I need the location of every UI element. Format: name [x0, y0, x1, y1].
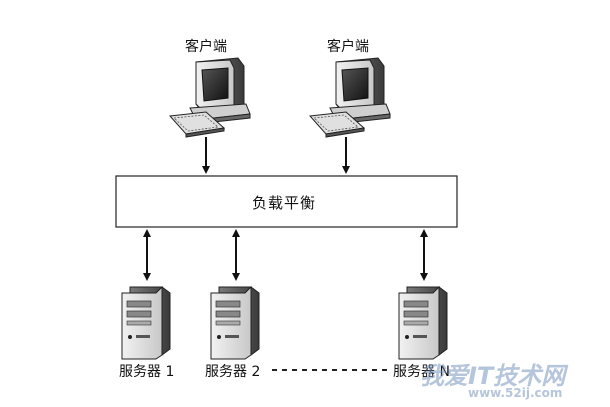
server-label: 服务器 1	[119, 364, 175, 380]
load-balancer-label: 负载平衡	[252, 194, 317, 212]
client-label: 客户端	[327, 39, 369, 55]
load-balancer-box	[115, 175, 458, 228]
server-icon	[398, 285, 448, 360]
server-label: 服务器 2	[205, 364, 261, 380]
server-icon	[121, 285, 171, 360]
server-icon	[210, 285, 260, 360]
watermark-text: 我爱IT技术网	[420, 362, 566, 390]
watermark-url: www.52ij.com	[468, 386, 563, 400]
client-computer-icon	[308, 57, 391, 138]
client-label: 客户端	[185, 39, 227, 55]
server-label: 服务器 N	[393, 364, 450, 380]
client-computer-icon	[168, 57, 251, 138]
